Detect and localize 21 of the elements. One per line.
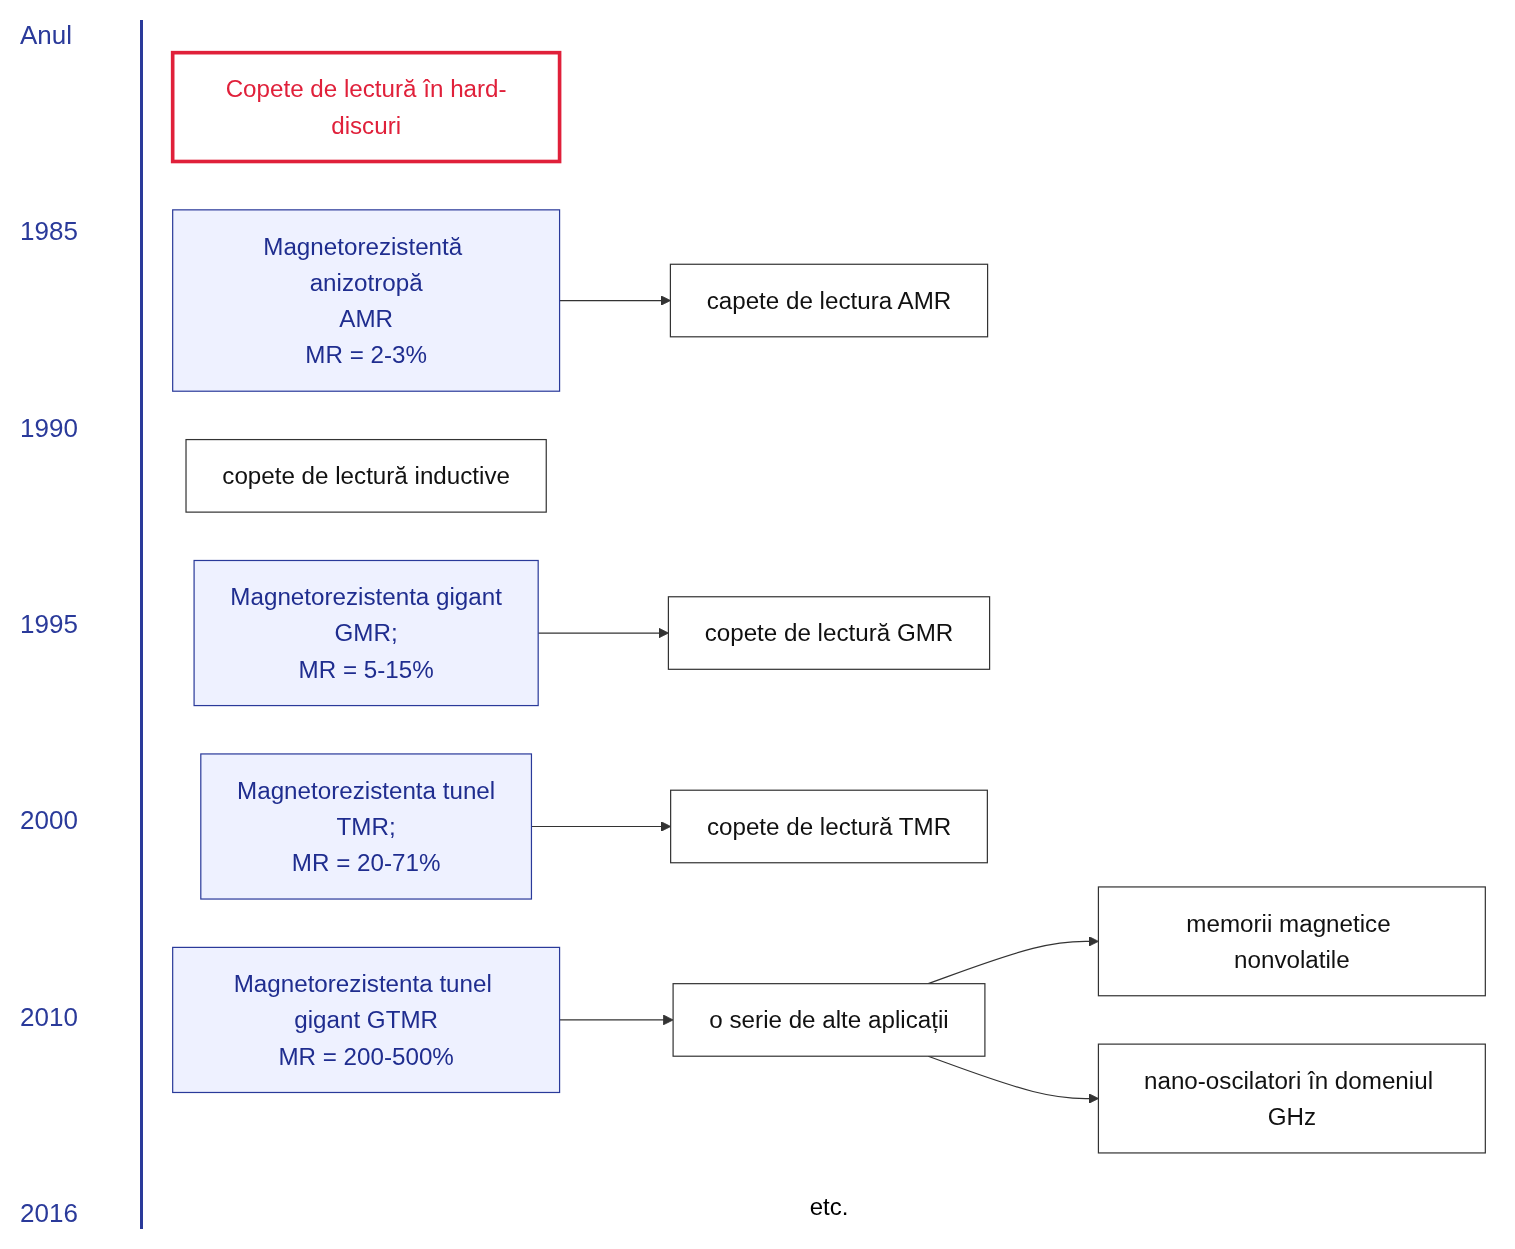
node-box: nano-oscilatori în domeniul GHz: [1097, 1043, 1486, 1154]
note-text: etc.: [809, 1193, 849, 1220]
node-box: Magnetorezistentă anizotropă AMR MR = 2-3%: [172, 208, 561, 392]
node-box: capete de lectura AMR: [669, 263, 989, 338]
year-label: 1985: [20, 216, 79, 248]
node-box: Copete de lectură în hard-discuri: [170, 50, 562, 163]
year-label: 2010: [20, 1001, 79, 1033]
node-box: Magnetorezistenta gigant GMR; MR = 5-15%: [193, 559, 539, 706]
node-box: o serie de alte aplicații: [672, 982, 986, 1057]
arrow: [927, 1055, 1099, 1104]
axis-title: Anul: [20, 20, 74, 51]
node-box: memorii magnetice nonvolatile: [1097, 886, 1486, 997]
node-box: copete de lectură GMR: [667, 595, 991, 670]
year-label: 2000: [20, 805, 79, 837]
node-box: Magnetorezistenta tunel gigant GTMR MR = 200-500%: [172, 946, 561, 1093]
node-box: copete de lectură inductive: [185, 438, 547, 513]
node-box: copete de lectură TMR: [670, 789, 988, 864]
year-label: 2016: [20, 1197, 79, 1229]
year-label: 1995: [20, 609, 79, 640]
node-box: Magnetorezistenta tunel TMR; MR = 20-71%: [200, 753, 533, 900]
year-label: 1990: [20, 412, 79, 444]
